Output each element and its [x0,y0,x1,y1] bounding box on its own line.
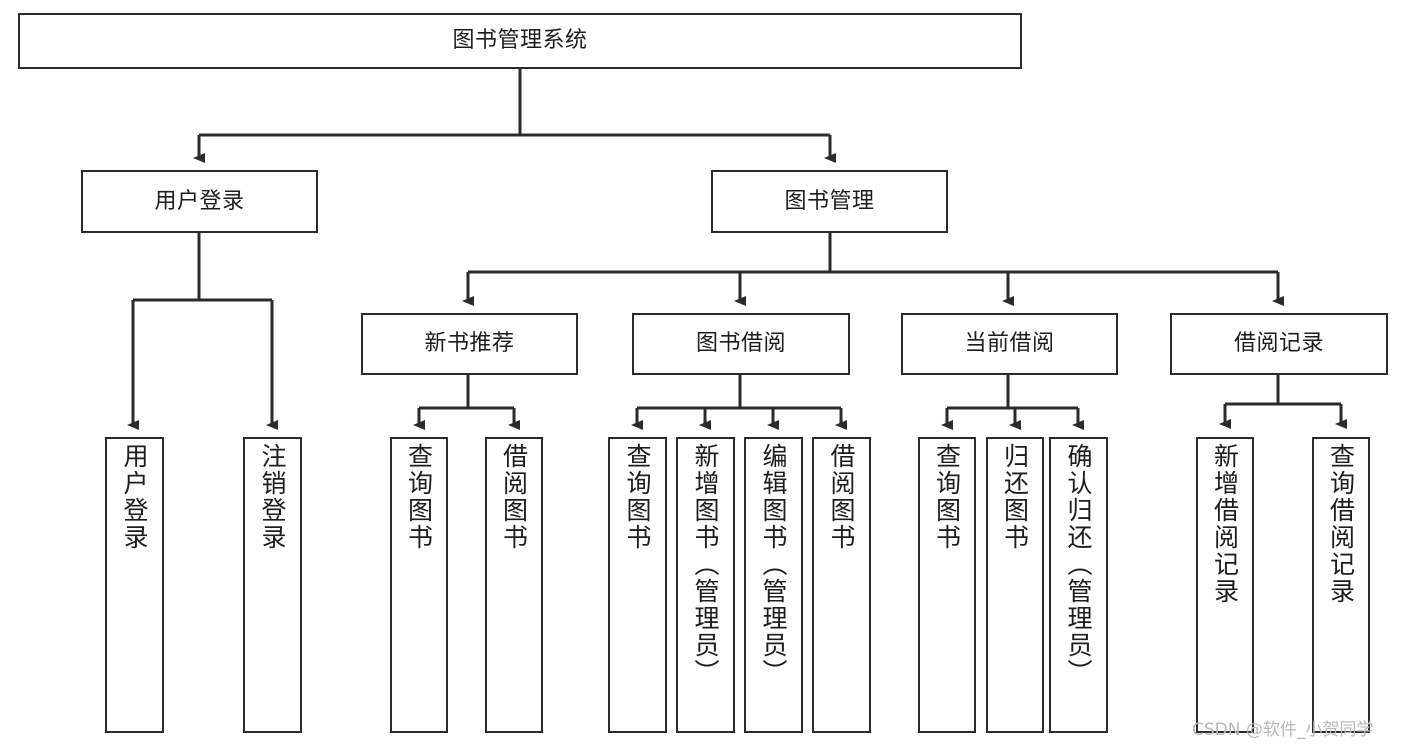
node-root[interactable]: 图书管理系统 [18,13,1022,69]
leaf-confirm-return-label: 确认归还（管理员） [1064,443,1093,686]
leaf-confirm-return[interactable]: 确认归还（管理员） [1049,437,1108,733]
node-borrow-record-label: 借阅记录 [1233,331,1324,357]
node-book-borrow-label: 图书借阅 [695,331,786,357]
node-new-book-rec[interactable]: 新书推荐 [361,313,578,375]
leaf-query-book[interactable]: 查询图书 [608,437,667,733]
leaf-query-record[interactable]: 查询借阅记录 [1312,437,1370,733]
node-user-login-label: 用户登录 [154,188,245,214]
leaf-user-logout[interactable]: 注销登录 [243,437,302,733]
node-book-borrow[interactable]: 图书借阅 [632,313,850,375]
leaf-query-record-label: 查询借阅记录 [1326,443,1356,605]
leaf-edit-book-label: 编辑图书（管理员） [759,443,788,686]
node-borrow-record[interactable]: 借阅记录 [1170,313,1388,375]
leaf-query-book-cur[interactable]: 查询图书 [918,437,976,733]
leaf-query-book-label: 查询图书 [623,443,652,551]
leaf-query-book-rec[interactable]: 查询图书 [390,437,448,733]
node-root-label: 图书管理系统 [452,28,588,54]
node-new-book-rec-label: 新书推荐 [424,331,515,357]
leaf-user-login-label: 用户登录 [120,443,149,551]
node-current-borrow-label: 当前借阅 [964,331,1055,357]
leaf-return-book-label: 归还图书 [1000,443,1030,551]
node-user-login[interactable]: 用户登录 [81,170,318,233]
leaf-borrow-book-rec-label: 借阅图书 [499,443,529,551]
csdn-watermark: CSDN @软件_小贺同学 [1192,720,1374,740]
leaf-add-book-label: 新增图书（管理员） [691,443,720,686]
node-book-manage[interactable]: 图书管理 [711,170,948,233]
leaf-borrow-book[interactable]: 借阅图书 [812,437,871,733]
leaf-user-logout-label: 注销登录 [258,443,287,551]
leaf-user-login[interactable]: 用户登录 [105,437,164,733]
leaf-add-book[interactable]: 新增图书（管理员） [676,437,735,733]
node-book-manage-label: 图书管理 [784,188,875,214]
leaf-edit-book[interactable]: 编辑图书（管理员） [744,437,803,733]
leaf-query-book-cur-label: 查询图书 [932,443,962,551]
leaf-return-book[interactable]: 归还图书 [986,437,1044,733]
leaf-add-record-label: 新增借阅记录 [1210,443,1240,605]
leaf-borrow-book-rec[interactable]: 借阅图书 [485,437,543,733]
leaf-borrow-book-label: 借阅图书 [827,443,856,551]
leaf-add-record[interactable]: 新增借阅记录 [1196,437,1254,733]
node-current-borrow[interactable]: 当前借阅 [901,313,1118,375]
leaf-query-book-rec-label: 查询图书 [404,443,434,551]
